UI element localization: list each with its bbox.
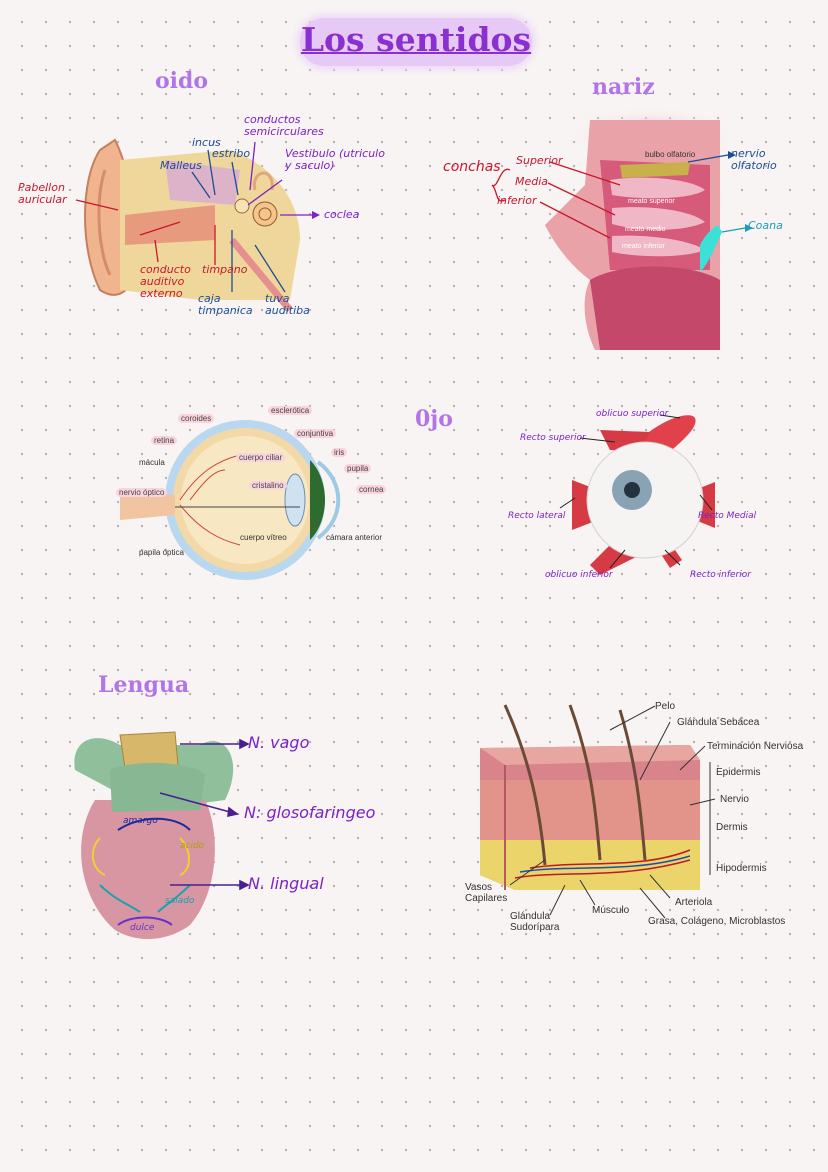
label-conducto: conducto auditivo externo bbox=[140, 263, 191, 300]
label-malleus: Malleus bbox=[160, 159, 202, 172]
label-n-glosofaringeo: N: glosofaringeo bbox=[244, 803, 376, 822]
label-oblicuo-superior: oblicuo superior bbox=[596, 409, 669, 419]
label-pelo: Pelo bbox=[655, 701, 676, 712]
label-coana: Coana bbox=[748, 219, 783, 232]
label-retina: retina bbox=[151, 436, 178, 445]
label-nervio-olfatorio: nervio olfatorio bbox=[731, 147, 777, 172]
label-concha-inferior: inferior bbox=[497, 194, 537, 207]
label-musculo: Músculo bbox=[592, 905, 630, 916]
label-recto-lateral: Recto lateral bbox=[508, 511, 566, 521]
label-meato-superior: meato superior bbox=[628, 198, 675, 205]
label-pupila: pupila bbox=[344, 464, 372, 473]
label-conchas: conchas bbox=[443, 159, 501, 175]
label-dulce: dulce bbox=[130, 923, 155, 933]
page-title: Los sentidos bbox=[300, 20, 532, 59]
label-cuerpo-vitreo: cuerpo vítreo bbox=[240, 533, 287, 542]
label-timpano: timpano bbox=[202, 263, 248, 276]
label-terminacion: Terminación Nerviosa bbox=[707, 741, 804, 752]
label-n-lingual: N. lingual bbox=[248, 874, 324, 893]
label-cristalino: cristalino bbox=[249, 481, 287, 490]
label-hipodermis: Hipodermis bbox=[716, 863, 767, 874]
label-glandula-sebacea: Glándula Sebácea bbox=[677, 717, 760, 728]
label-epidermis: Epidermis bbox=[716, 767, 761, 778]
label-salado: salado bbox=[165, 896, 195, 906]
heading-oido: oido bbox=[155, 68, 209, 94]
label-pabellon: Pabellon auricular bbox=[18, 181, 67, 206]
label-recto-inferior: Recto inferior bbox=[690, 570, 751, 580]
label-bulbo: bulbo olfatorio bbox=[645, 150, 696, 159]
label-recto-superior: Recto superior bbox=[520, 433, 586, 443]
label-tuba: tuva auditiba bbox=[265, 292, 310, 317]
label-vestibulo: Vestibulo (utriculo y saculo) bbox=[285, 147, 385, 172]
label-papila-optica: papila óptica bbox=[139, 548, 184, 557]
label-estribo: estribo bbox=[212, 147, 251, 160]
label-esclerotica: esclerótica bbox=[268, 406, 313, 415]
label-coclea: coclea bbox=[324, 208, 360, 221]
label-amargo: amargo bbox=[123, 816, 158, 826]
heading-nariz: nariz bbox=[592, 74, 655, 100]
title-highlight bbox=[300, 18, 532, 66]
label-dermis: Dermis bbox=[716, 822, 748, 833]
label-meato-medio: meato medio bbox=[625, 226, 666, 233]
label-n-vago: N. vago bbox=[248, 733, 310, 752]
label-camara-anterior: cámara anterior bbox=[326, 533, 383, 542]
label-incus: incus bbox=[192, 136, 221, 149]
label-iris: iris bbox=[331, 448, 348, 457]
label-coroides: coroides bbox=[178, 414, 215, 423]
label-oblicuo-inferior: oblicuo inferior bbox=[545, 570, 613, 580]
label-concha-superior: Superior bbox=[516, 154, 563, 167]
label-acido: acido bbox=[180, 841, 205, 851]
label-grasa: Grasa, Colágeno, Microblastos bbox=[648, 916, 786, 927]
label-glandula-sudoripara: Glándula Sudorípara bbox=[510, 911, 560, 933]
label-recto-medial: Recto Medial bbox=[698, 511, 757, 521]
label-vasos: Vasos Capilares bbox=[465, 882, 508, 904]
label-nervio-optico: nervio óptico bbox=[116, 488, 168, 497]
label-cuerpo-ciliar: cuerpo ciliar bbox=[236, 453, 286, 462]
label-caja: caja timpanica bbox=[198, 292, 253, 317]
label-cornea: cornea bbox=[356, 485, 387, 494]
label-arteriola: Arteriola bbox=[675, 897, 713, 908]
label-macula: mácula bbox=[139, 458, 165, 467]
label-conductos: conductos semicirculares bbox=[244, 113, 324, 138]
label-conjuntiva: conjuntiva bbox=[294, 429, 337, 438]
label-meato-inferior: meato inferior bbox=[622, 243, 665, 250]
heading-ojo: 0jo bbox=[415, 406, 453, 432]
label-nervio: Nervio bbox=[720, 794, 749, 805]
heading-lengua: Lengua bbox=[98, 672, 190, 698]
label-concha-media: Media bbox=[515, 175, 549, 188]
